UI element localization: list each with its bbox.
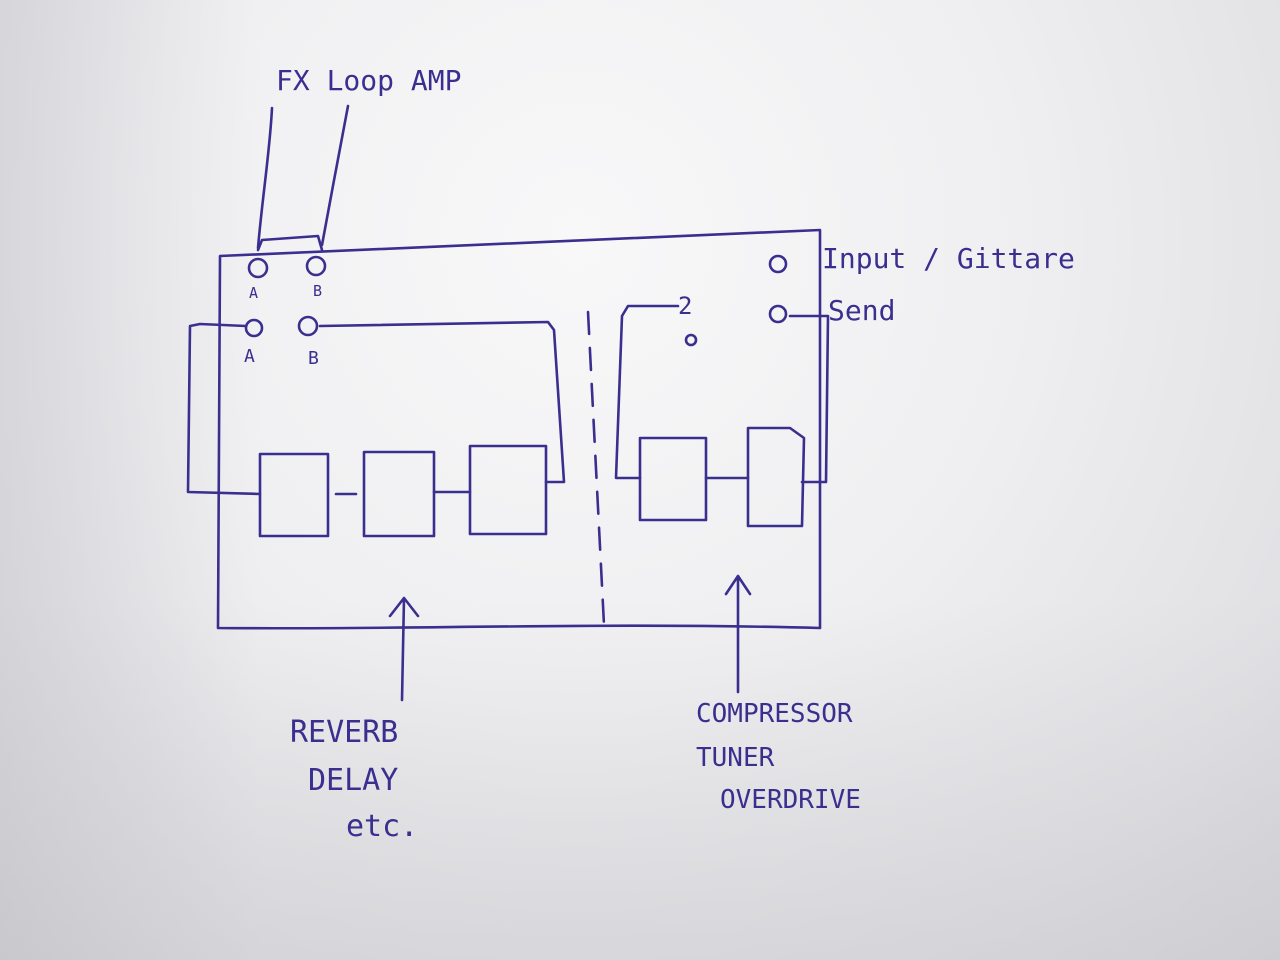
loop-jacks-top: A B bbox=[247, 255, 327, 302]
board-divider bbox=[586, 310, 606, 627]
arrow-left-group bbox=[388, 596, 420, 702]
caption-left-line-3: etc. bbox=[346, 809, 418, 844]
effect-box-4 bbox=[638, 436, 708, 522]
input-jack bbox=[768, 254, 788, 274]
left-group-caption: REVERB DELAY etc. bbox=[290, 715, 418, 844]
jack-inner-b-label: B bbox=[308, 348, 319, 369]
fx-loop-cables bbox=[256, 104, 350, 252]
effect-box-1 bbox=[258, 452, 330, 538]
effect-box-2 bbox=[362, 450, 436, 538]
jack-2-label: 2 bbox=[678, 292, 692, 320]
send-label: Send bbox=[828, 294, 895, 327]
loop-jacks-inner: A B bbox=[244, 315, 319, 369]
caption-arrows bbox=[388, 574, 752, 702]
send-jack bbox=[768, 304, 788, 324]
caption-right-line-3: OVERDRIVE bbox=[720, 785, 861, 815]
io-jacks: Input / Gittare Send bbox=[768, 242, 1075, 327]
arrow-right-group bbox=[724, 574, 752, 694]
jack-top-a-label: A bbox=[249, 284, 258, 302]
jack-inner-b bbox=[297, 315, 319, 337]
input-label: Input / Gittare bbox=[822, 242, 1075, 275]
fx-loop-amp-label: FX Loop AMP bbox=[276, 64, 461, 97]
left-signal-path bbox=[186, 320, 566, 538]
jack-inner-a-label: A bbox=[244, 346, 255, 367]
caption-right-line-1: COMPRESSOR bbox=[696, 699, 853, 729]
caption-right-line-2: TUNER bbox=[696, 743, 775, 773]
right-group-caption: COMPRESSOR TUNER OVERDRIVE bbox=[696, 699, 861, 815]
paper-shadow-bottom bbox=[0, 600, 1280, 960]
jack-top-b-label: B bbox=[313, 282, 322, 300]
paper-shadow-left bbox=[0, 0, 260, 960]
caption-left-line-2: DELAY bbox=[308, 763, 398, 798]
jack-inner-a bbox=[244, 318, 264, 338]
jack-top-a bbox=[247, 257, 269, 279]
effect-box-5 bbox=[746, 426, 806, 528]
pedalboard-outline bbox=[216, 228, 822, 630]
caption-left-line-1: REVERB bbox=[290, 715, 398, 750]
jack-2 bbox=[684, 333, 698, 347]
right-signal-path: 2 bbox=[614, 292, 830, 528]
jack-top-b bbox=[305, 255, 327, 277]
effect-box-3 bbox=[468, 444, 548, 536]
